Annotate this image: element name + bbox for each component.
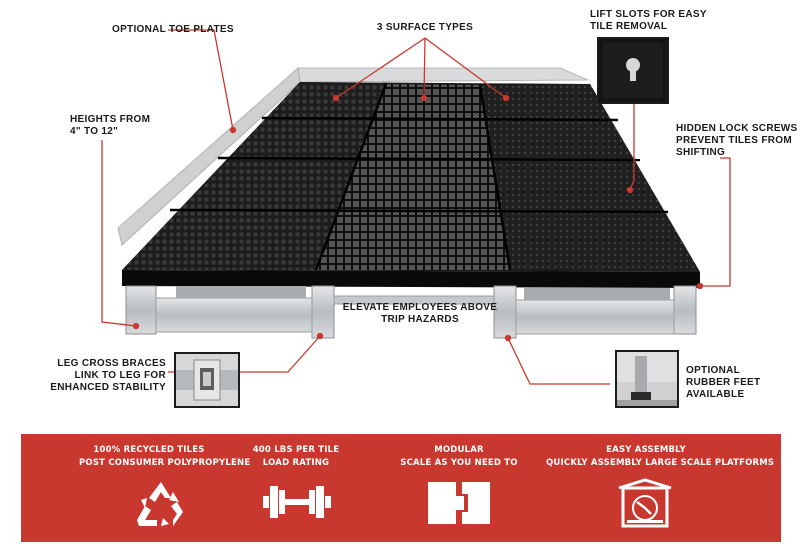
toe-plate <box>117 67 589 246</box>
puzzle-icon <box>428 482 490 524</box>
cross-brace-inset <box>174 352 240 408</box>
callout-elevate: ELEVATE EMPLOYEES ABOVE TRIP HAZARDS <box>335 302 505 326</box>
leg-frame <box>125 285 697 339</box>
callout-heights-line-2: 4" TO 12" <box>70 126 119 137</box>
callout-lock-screws: HIDDEN LOCK SCREWS PREVENT TILES FROM SH… <box>676 123 798 159</box>
assembly-icon <box>618 478 672 528</box>
callout-surface-types-text: 3 SURFACE TYPES <box>376 22 474 33</box>
rubber-feet-inset <box>615 350 679 408</box>
callout-rubber-feet-line-3: AVAILABLE <box>686 389 745 400</box>
feature-banner: 100% RECYCLED TILES POST CONSUMER POLYPR… <box>21 434 781 542</box>
feature-easy-assembly-subtitle: QUICKLY ASSEMBLY LARGE SCALE PLATFORMS <box>546 458 775 468</box>
callout-heights-line-1: HEIGHTS FROM <box>70 114 151 125</box>
callout-rubber-feet: OPTIONAL RUBBER FEET AVAILABLE <box>686 365 760 401</box>
rubber-foot-icon <box>617 352 677 406</box>
callout-cross-braces: LEG CROSS BRACES LINK TO LEG FOR ENHANCE… <box>40 358 166 394</box>
recycle-icon <box>137 482 183 526</box>
callout-toe-plates-text: OPTIONAL TOE PLATES <box>112 24 234 35</box>
feature-easy-assembly: EASY ASSEMBLY QUICKLY ASSEMBLY LARGE SCA… <box>546 444 775 470</box>
callout-cross-braces-line-2: LINK TO LEG FOR <box>74 370 166 381</box>
platform-diagram <box>101 29 731 385</box>
feature-modular-title: MODULAR <box>434 445 484 455</box>
callout-surface-types: 3 SURFACE TYPES <box>360 22 490 34</box>
callout-rubber-feet-line-2: RUBBER FEET <box>686 377 761 388</box>
feature-recycled-title: 100% RECYCLED TILES <box>93 445 205 455</box>
feature-modular-subtitle: SCALE AS YOU NEED TO <box>400 458 518 468</box>
callout-lift-slots: LIFT SLOTS FOR EASY TILE REMOVAL <box>590 9 707 33</box>
callout-lock-screws-line-3: SHIFTING <box>676 147 726 158</box>
feature-load-rating: 400 LBS PER TILE LOAD RATING <box>236 444 356 470</box>
feature-recycled-subtitle: POST CONSUMER POLYPROPYLENE <box>79 458 251 468</box>
callout-lock-screws-line-2: PREVENT TILES FROM <box>676 135 792 146</box>
callout-cross-braces-line-3: ENHANCED STABILITY <box>50 382 166 393</box>
callout-lift-slots-line-2: TILE REMOVAL <box>590 21 668 32</box>
callout-heights: HEIGHTS FROM 4" TO 12" <box>70 114 150 138</box>
keyhole-icon <box>603 43 663 98</box>
callout-lift-slots-line-1: LIFT SLOTS FOR EASY <box>590 9 707 20</box>
lift-slot-inset <box>597 37 669 104</box>
callout-rubber-feet-line-1: OPTIONAL <box>686 365 741 376</box>
cross-brace-icon <box>176 359 238 401</box>
feature-load-rating-subtitle: LOAD RATING <box>262 458 330 468</box>
feature-recycled: 100% RECYCLED TILES POST CONSUMER POLYPR… <box>79 444 251 470</box>
callout-elevate-line-1: ELEVATE EMPLOYEES ABOVE <box>342 302 498 313</box>
tile-surface <box>122 82 700 288</box>
callout-lines <box>101 29 731 385</box>
feature-load-rating-title: 400 LBS PER TILE <box>252 445 340 455</box>
callout-cross-braces-line-1: LEG CROSS BRACES <box>57 358 166 369</box>
callout-elevate-line-2: TRIP HAZARDS <box>381 314 459 325</box>
feature-modular: MODULAR SCALE AS YOU NEED TO <box>399 444 519 470</box>
feature-easy-assembly-title: EASY ASSEMBLY <box>606 445 686 455</box>
callout-toe-plates: OPTIONAL TOE PLATES <box>112 24 234 36</box>
dumbbell-icon <box>263 486 331 518</box>
callout-lock-screws-line-1: HIDDEN LOCK SCREWS <box>676 123 798 134</box>
